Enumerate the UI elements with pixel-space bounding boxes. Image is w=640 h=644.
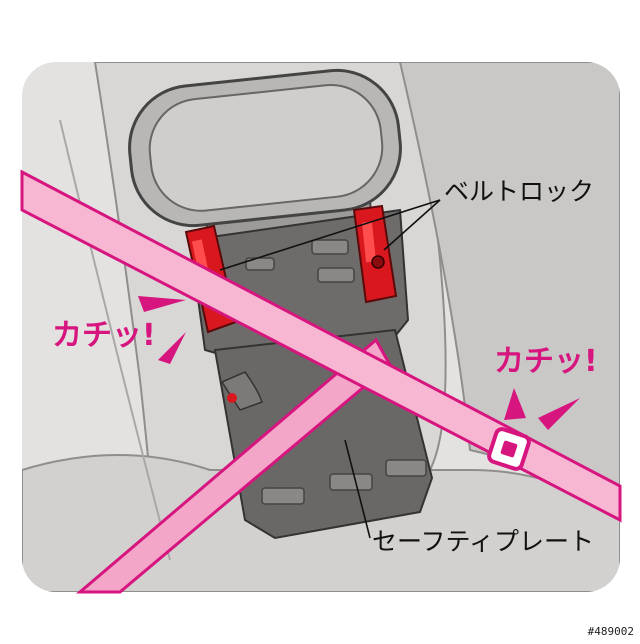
- belt-lock-label: ベルトロック: [444, 177, 595, 206]
- image-id: #489002: [587, 625, 634, 638]
- click-sound-right: カチッ!: [494, 344, 598, 379]
- shoulder-belt: [20, 169, 622, 523]
- leader-lines: [219, 199, 441, 539]
- sound-burst-icon: [138, 296, 580, 430]
- belt-buckle: [487, 427, 531, 471]
- indicator-dot: [227, 393, 237, 403]
- seat-seam: [59, 119, 171, 561]
- safety-plate-label: セーフティプレート: [372, 527, 595, 556]
- belt-lock-right: [352, 204, 398, 304]
- click-sound-left: カチッ!: [52, 318, 156, 353]
